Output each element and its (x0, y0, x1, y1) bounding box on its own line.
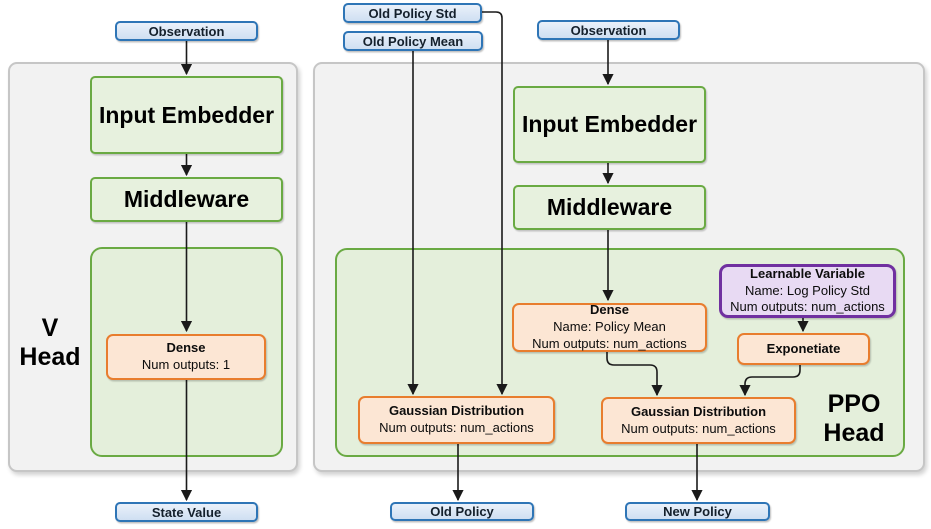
new-policy-node: New Policy (625, 502, 770, 521)
old-policy-mean-node: Old Policy Mean (343, 31, 483, 51)
gaussian-distribution-old-node: Gaussian Distribution Num outputs: num_a… (358, 396, 555, 444)
middleware-node-left: Middleware (90, 177, 283, 222)
dense-policy-mean-name: Name: Policy Mean (553, 319, 666, 335)
old-policy-mean-label: Old Policy Mean (362, 33, 464, 49)
observation-node-right: Observation (537, 20, 680, 40)
gaussian-old-title: Gaussian Distribution (388, 403, 525, 419)
v-head-title-line2: Head (19, 342, 81, 371)
old-policy-label: Old Policy (430, 504, 494, 519)
ppo-head-title-line2: Head (823, 418, 885, 447)
exponentiate-label: Exponetiate (766, 340, 841, 356)
new-policy-label: New Policy (663, 504, 732, 519)
dense-outputs-left: Num outputs: 1 (141, 357, 231, 372)
learnable-variable-node: Learnable Variable Name: Log Policy Std … (719, 264, 896, 318)
input-embedder-node-left: Input Embedder (90, 76, 283, 154)
gaussian-old-outputs: Num outputs: num_actions (379, 420, 534, 435)
input-embedder-label-right: Input Embedder (521, 111, 698, 137)
ppo-head-title-line1: PPO (827, 390, 881, 418)
dense-policy-mean-node: Dense Name: Policy Mean Num outputs: num… (512, 302, 707, 352)
dense-policy-mean-outputs: Num outputs: num_actions (532, 335, 687, 351)
learnable-variable-title: Learnable Variable (750, 265, 865, 281)
old-policy-std-node: Old Policy Std (343, 3, 482, 23)
input-embedder-label-left: Input Embedder (98, 101, 275, 128)
dense-node-left: Dense Num outputs: 1 (106, 334, 266, 380)
gaussian-new-title: Gaussian Distribution (630, 403, 767, 419)
old-policy-node: Old Policy (390, 502, 534, 521)
v-head-title-line1: V (41, 314, 59, 342)
state-value-node: State Value (115, 502, 258, 522)
observation-label-right: Observation (570, 22, 647, 38)
middleware-label-left: Middleware (123, 186, 250, 212)
exponentiate-node: Exponetiate (737, 333, 870, 365)
observation-label-left: Observation (148, 23, 225, 39)
middleware-label-right: Middleware (546, 194, 673, 220)
v-head-title: V Head (12, 314, 88, 372)
learnable-variable-outputs: Num outputs: num_actions (730, 299, 885, 315)
dense-title-left: Dense (166, 340, 206, 356)
state-value-label: State Value (151, 504, 222, 520)
observation-node-left: Observation (115, 21, 258, 41)
gaussian-new-outputs: Num outputs: num_actions (621, 420, 776, 436)
old-policy-std-label: Old Policy Std (368, 5, 457, 21)
dense-policy-mean-title: Dense (589, 302, 630, 318)
ppo-head-title: PPO Head (800, 390, 908, 448)
gaussian-distribution-new-node: Gaussian Distribution Num outputs: num_a… (601, 397, 796, 444)
middleware-node-right: Middleware (513, 185, 706, 230)
input-embedder-node-right: Input Embedder (513, 86, 706, 163)
learnable-variable-name: Name: Log Policy Std (744, 282, 870, 298)
